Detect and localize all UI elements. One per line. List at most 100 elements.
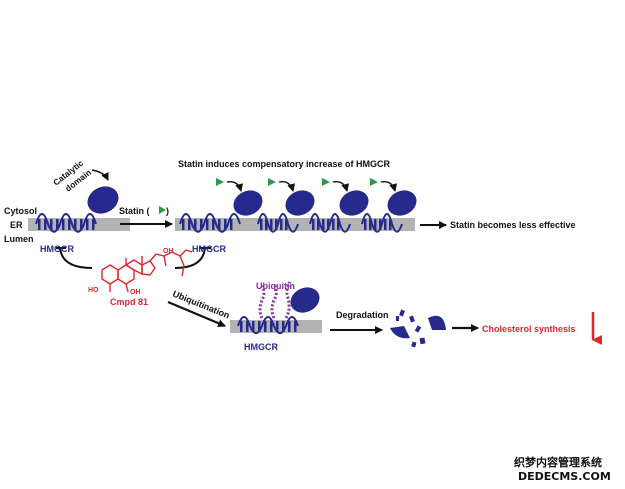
transmembrane-helix [44,219,47,230]
transmembrane-helix [276,321,279,332]
transmembrane-helix [252,321,255,332]
statin-triangle-2 [268,178,276,186]
hmgcr-label-left: HMGCR [40,244,74,254]
transmembrane-helix [264,321,267,332]
statin-bind-arrow-1 [226,181,244,192]
transmembrane-helix [282,321,285,332]
transmembrane-loop [257,213,299,233]
transmembrane-loop [361,213,403,233]
statin-induces-label: Statin induces compensatory increase of … [178,159,391,169]
statin-label-suffix: ) [166,206,169,216]
er-membrane-top [175,218,415,231]
statin-triangle-4 [370,178,378,186]
statin-less-effective-label: Statin becomes less effective [450,220,576,230]
statin-bind-arrow-4 [380,181,398,192]
transmembrane-helix [246,321,249,332]
inhibition-bracket-left [59,247,93,269]
transmembrane-helix [285,219,288,230]
transmembrane-helix [50,219,53,230]
inhibition-bracket-right [174,247,206,269]
transmembrane-helix [337,219,340,230]
hmgcr-transmembrane-left [35,213,97,233]
catalytic-domain-left [87,186,119,214]
transmembrane-helix [38,219,41,230]
hmgcr-transmembrane-bottom [237,316,299,335]
transmembrane-helix [389,219,392,230]
catalytic-domain-top-3 [339,190,369,216]
degraded-protein-fragments [390,309,446,348]
transmembrane-helix [369,219,372,230]
transmembrane-helix [288,321,291,332]
transmembrane-helix [294,321,297,332]
cytosol-label: Cytosol [4,206,37,216]
transmembrane-helix [374,219,377,230]
transmembrane-helix [280,219,283,230]
transmembrane-loop [237,316,299,335]
oh-label-1: OH [163,248,174,255]
transmembrane-helix [182,219,185,230]
transmembrane-helix [188,219,191,230]
ubiquitin-label: Ubiquitin [256,281,295,291]
hmgcr-transmembrane-top [179,213,403,233]
catalytic-domain-top-1 [233,190,263,216]
er-membrane-left [28,218,130,231]
degradation-label: Degradation [336,310,389,320]
transmembrane-helix [327,219,330,230]
transmembrane-helix [194,219,197,230]
transmembrane-helix [364,219,367,230]
cholesterol-synthesis-label: Cholesterol synthesis [482,324,576,334]
watermark-line-1: 织梦内容管理系统 [514,455,602,469]
transmembrane-loop [35,213,97,233]
transmembrane-loop [179,213,241,233]
transmembrane-helix [317,219,320,230]
hmgcr-label-bottom: HMGCR [244,342,278,352]
transmembrane-helix [62,219,65,230]
transmembrane-helix [80,219,83,230]
transmembrane-helix [384,219,387,230]
oh-label-2: HO [88,287,99,294]
transmembrane-helix [68,219,71,230]
transmembrane-helix [270,219,273,230]
transmembrane-helix [56,219,59,230]
statin-triangle-1 [216,178,224,186]
transmembrane-helix [230,219,233,230]
transmembrane-helix [312,219,315,230]
transmembrane-helix [265,219,268,230]
transmembrane-helix [270,321,273,332]
lumen-label: Lumen [4,234,34,244]
catalytic-domain-top-2 [285,190,315,216]
transmembrane-loop [309,213,351,233]
transmembrane-helix [258,321,261,332]
transmembrane-helix [332,219,335,230]
transmembrane-helix [206,219,209,230]
catalytic-domain-top-4 [387,190,417,216]
catalytic-domain-bottom [290,287,320,313]
statin-bind-arrow-3 [332,181,350,192]
transmembrane-helix [275,219,278,230]
ubiquitin-chains [258,281,292,319]
statin-label-prefix: Statin ( [119,206,150,216]
statin-bind-arrow-2 [278,181,296,192]
ubiquitination-arrow [167,300,226,328]
hmgcr-label-top: HMGCR [192,244,226,254]
watermark-line-2: DEDECMS.COM [518,470,611,483]
transmembrane-helix [86,219,89,230]
catalytic-domain-arrow [91,169,109,181]
transmembrane-helix [92,219,95,230]
transmembrane-helix [212,219,215,230]
oh-label-3: OH [130,289,141,296]
transmembrane-helix [224,219,227,230]
er-label: ER [10,220,23,230]
transmembrane-helix [260,219,263,230]
cmpd-81-structure [101,249,193,293]
transmembrane-helix [200,219,203,230]
transmembrane-helix [218,219,221,230]
transmembrane-helix [240,321,243,332]
transmembrane-helix [322,219,325,230]
transmembrane-helix [379,219,382,230]
cmpd-81-label: Cmpd 81 [110,297,148,307]
transmembrane-helix [74,219,77,230]
statin-triangle-legend [159,206,166,214]
